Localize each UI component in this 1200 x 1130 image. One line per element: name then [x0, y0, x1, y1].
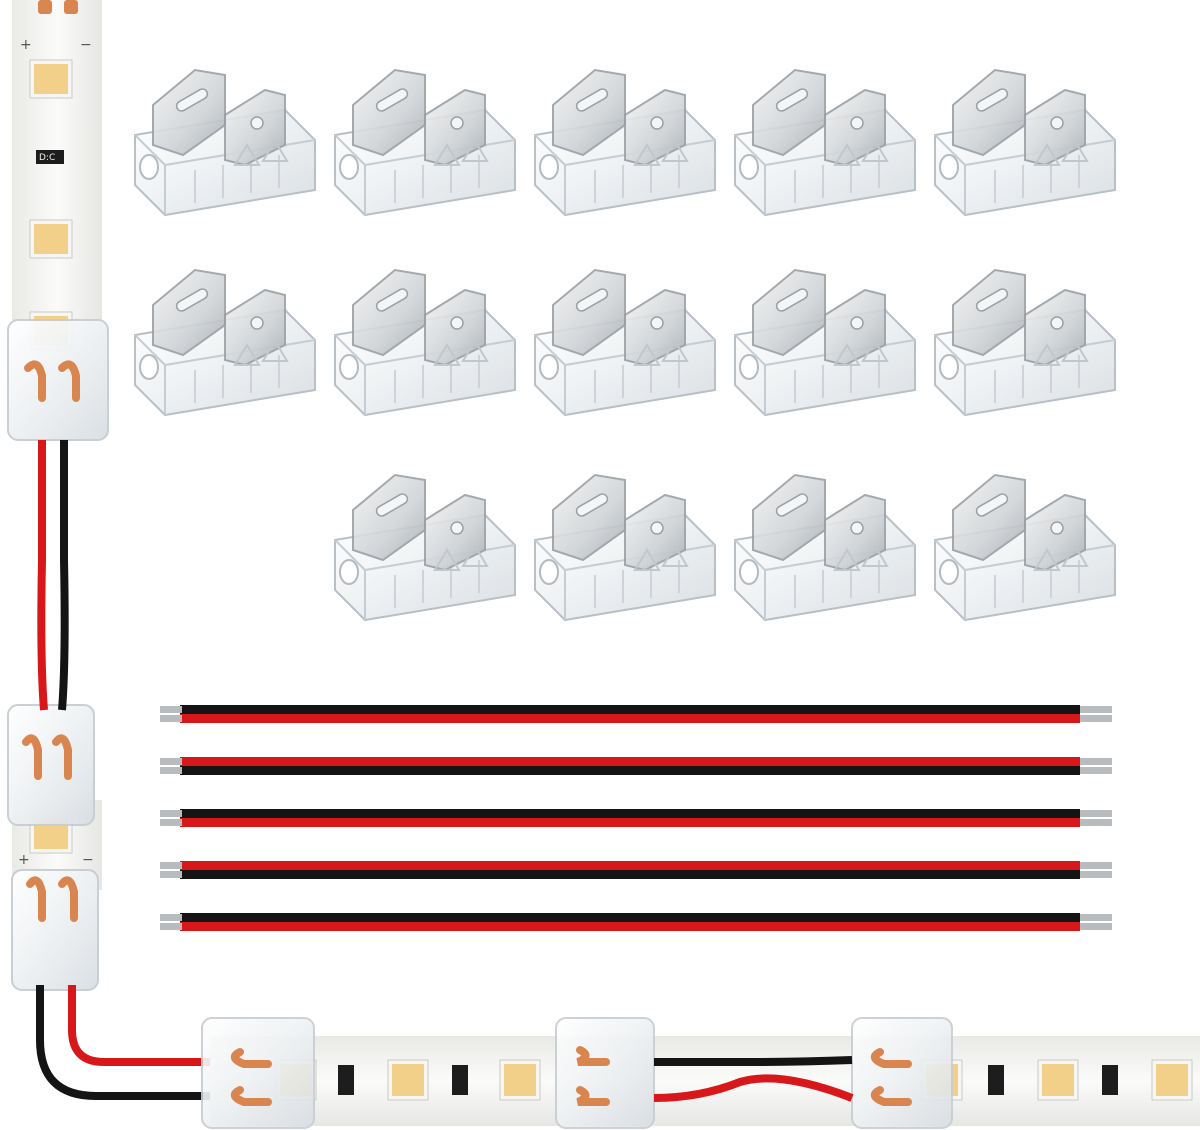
- led-chip: [499, 1059, 541, 1101]
- clear-connector: [334, 473, 516, 622]
- strip-connector-top: [7, 319, 109, 441]
- clear-connector: [734, 68, 916, 217]
- clear-connector: [334, 268, 516, 417]
- clear-connector: [734, 268, 916, 417]
- led-chip: [387, 1059, 429, 1101]
- resistor: [988, 1065, 1004, 1095]
- led-chip: [1037, 1059, 1079, 1101]
- two-wire-cable: [160, 705, 1112, 723]
- resistor: [36, 150, 64, 164]
- led-chip: [1151, 1059, 1193, 1101]
- jumper-cable-corner: [36, 985, 210, 1100]
- clear-connector: [934, 473, 1116, 622]
- strip-connector-left: [201, 1017, 315, 1129]
- jumper-cable-vertical: [37, 440, 69, 711]
- clear-connector: [934, 68, 1116, 217]
- clear-connector: [534, 473, 716, 622]
- strip-connector-middle: [7, 704, 95, 826]
- strip-connector-right: [851, 1017, 953, 1129]
- resistor: [1102, 1065, 1118, 1095]
- resistor: [338, 1065, 354, 1095]
- two-wire-cable: [160, 861, 1112, 879]
- led-chip: [29, 59, 73, 99]
- connector-grid: [134, 68, 1116, 622]
- horizontal-led-strip: [210, 1036, 1200, 1126]
- jumper-cable-horizontal: [653, 1056, 854, 1102]
- clear-connector: [534, 268, 716, 417]
- clear-connector: [334, 68, 516, 217]
- clear-connector: [134, 68, 316, 217]
- clear-connector: [934, 268, 1116, 417]
- wire-group: [160, 705, 1112, 931]
- strip-connector-lower: [11, 869, 99, 991]
- two-wire-cable: [160, 757, 1112, 775]
- clear-connector: [734, 473, 916, 622]
- clear-connector: [134, 268, 316, 417]
- clear-connector: [534, 68, 716, 217]
- resistor: [452, 1065, 468, 1095]
- strip-connector-center: [555, 1017, 655, 1129]
- led-chip: [29, 219, 73, 259]
- two-wire-cable: [160, 913, 1112, 931]
- two-wire-cable: [160, 809, 1112, 827]
